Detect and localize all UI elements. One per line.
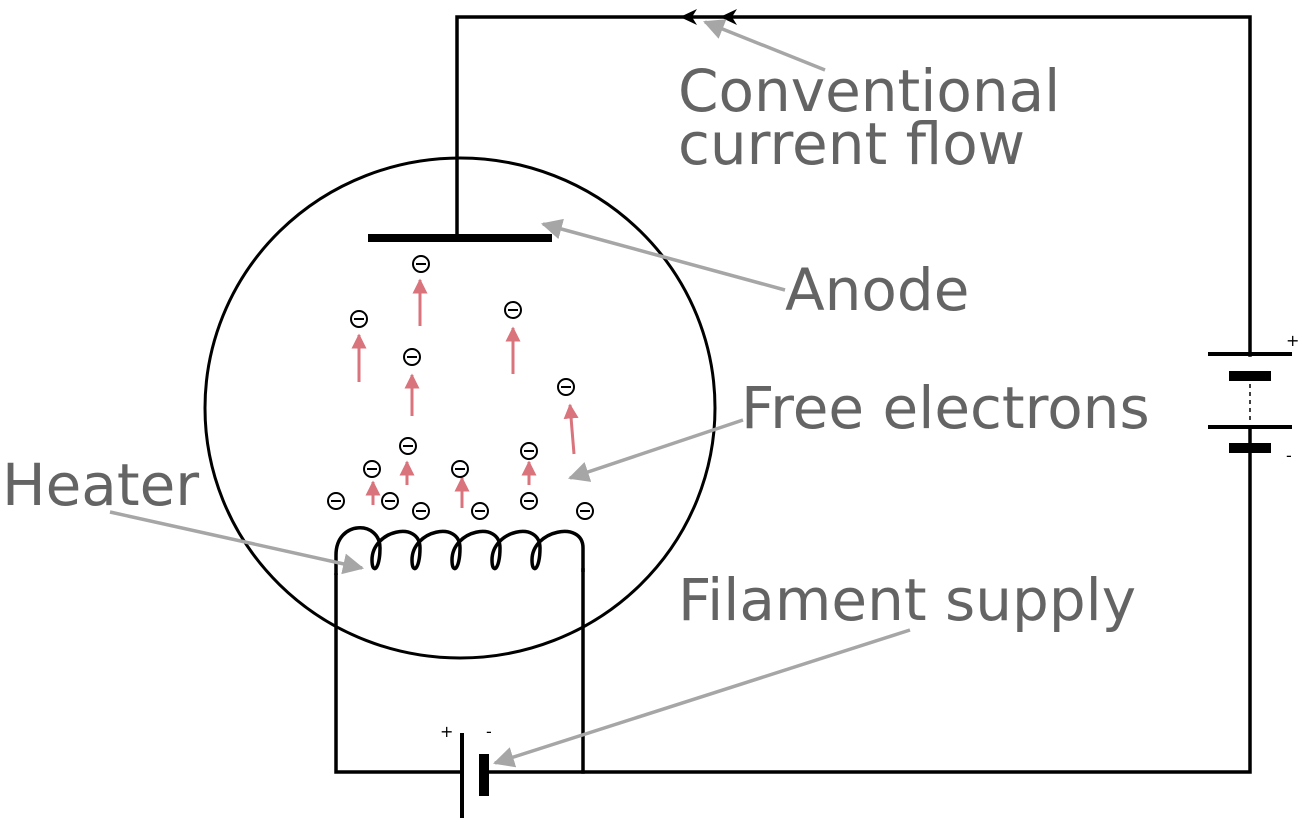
current-direction-arrows <box>680 9 737 25</box>
filament-right-wire <box>484 568 585 774</box>
electron <box>403 348 421 366</box>
conventional-current-leader <box>703 19 826 72</box>
electron <box>363 460 381 478</box>
right-wire-lower <box>581 426 1252 774</box>
filament-supply-leader <box>493 628 911 768</box>
electron <box>451 460 469 478</box>
filament-left-wire <box>334 573 464 774</box>
tube-envelope <box>203 156 717 660</box>
conventional-current-label-line1: Conventional <box>678 57 1060 125</box>
heater-coil <box>334 526 585 575</box>
circuit-wires <box>334 15 1252 774</box>
electron <box>557 378 575 396</box>
electron-flow-arrows <box>351 278 579 508</box>
free-electrons-leader <box>568 418 744 482</box>
electron <box>504 301 522 319</box>
heater-label: Heater <box>2 451 199 519</box>
filament-battery: + - <box>440 722 492 818</box>
electron-arrow <box>563 403 579 455</box>
free-electrons <box>327 255 594 520</box>
electron <box>412 255 430 273</box>
electron <box>381 492 399 510</box>
labels: Conventional current flow Anode Free ele… <box>2 57 1150 634</box>
electron <box>327 492 345 510</box>
top-wire <box>455 15 1252 357</box>
filament-battery-plus-sign: + <box>440 722 453 741</box>
electron <box>399 437 417 455</box>
filament-supply-label: Filament supply <box>678 566 1136 634</box>
electron <box>471 502 489 520</box>
free-electrons-label: Free electrons <box>741 374 1150 442</box>
anode-leader <box>540 218 786 292</box>
anode-label: Anode <box>785 256 969 324</box>
electron <box>576 502 594 520</box>
conventional-current-label-line2: current flow <box>678 110 1025 178</box>
anode-battery-plus-sign: + <box>1286 331 1299 350</box>
anode-battery: + - <box>1208 331 1299 465</box>
electron <box>520 492 538 510</box>
anode-battery-minus-sign: - <box>1286 446 1292 465</box>
electron <box>412 502 430 520</box>
heater-leader <box>109 510 365 575</box>
current-arrowhead-2 <box>720 9 737 25</box>
electron <box>520 442 538 460</box>
electron <box>350 310 368 328</box>
current-arrowhead-1 <box>680 9 697 25</box>
leader-lines <box>109 19 911 768</box>
filament-battery-minus-sign: - <box>486 722 492 741</box>
